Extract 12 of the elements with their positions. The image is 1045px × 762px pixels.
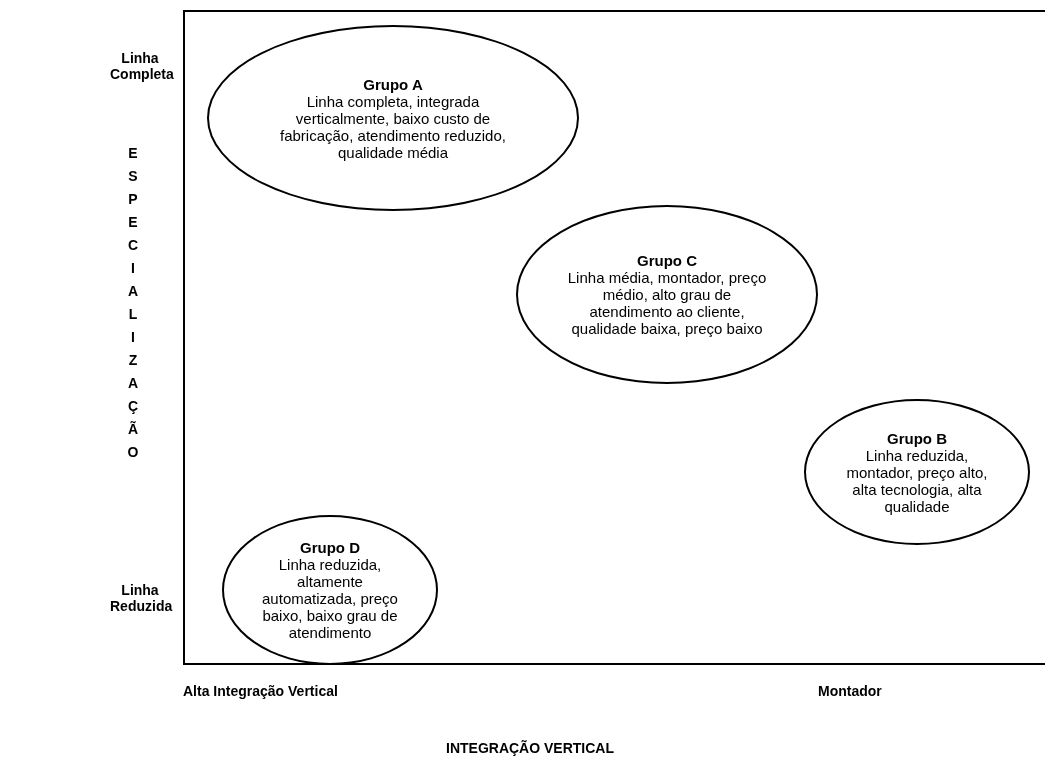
axis-end-label: Montador [818, 683, 882, 699]
group-description: Linha completa, integrada verticalmente, baixo custo de fabricação, atendimento reduzido, qualidade média [279, 92, 507, 161]
group-title: Grupo A [363, 75, 423, 93]
group-title: Grupo B [887, 429, 947, 447]
axis-title: ESPECIALIZAÇÃO [125, 145, 141, 467]
axis-title: INTEGRAÇÃO VERTICAL [446, 740, 614, 756]
group-description: Linha reduzida, altamente automatizada, preço baixo, baixo grau de atendimento [261, 556, 399, 641]
group-description: Linha média, montador, preço médio, alto grau de atendimento ao cliente, qualidade baixa, preço baixo [566, 269, 768, 337]
axis-end-label: Alta Integração Vertical [183, 683, 338, 699]
group-title: Grupo C [637, 252, 697, 269]
group-title: Grupo D [300, 539, 360, 556]
group-description: Linha reduzida, montador, preço alto, alta tecnologia, alta qualidade [845, 446, 989, 515]
